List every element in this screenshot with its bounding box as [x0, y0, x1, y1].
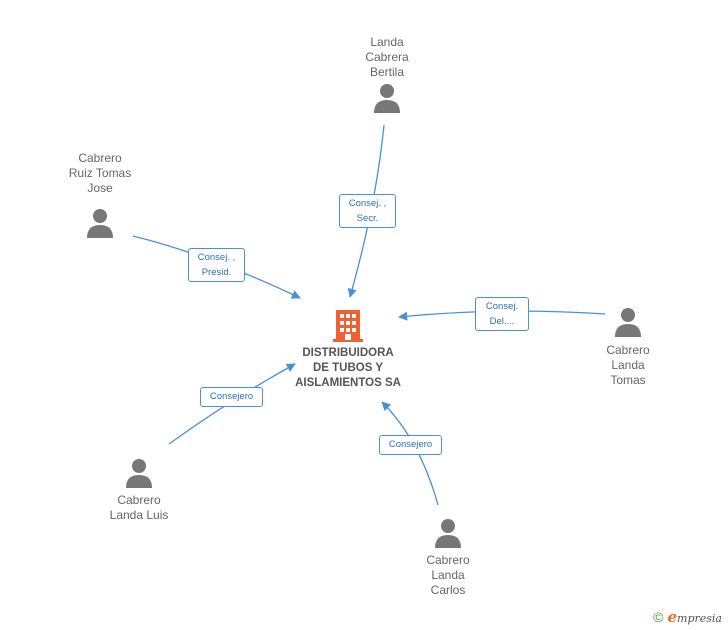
person-icon	[374, 84, 400, 113]
company-name: DISTRIBUIDORA DE TUBOS Y AISLAMIENTOS SA	[295, 347, 401, 389]
edge-label-p5[interactable]: Consejero	[379, 435, 442, 455]
brand-logo: empresia	[667, 608, 722, 626]
edge-label-p1[interactable]: Consej. , Secr.	[339, 194, 396, 228]
person-icon	[615, 308, 641, 337]
person-node-p5[interactable]: Cabrero Landa Carlos	[405, 518, 491, 598]
person-icon	[87, 209, 113, 238]
person-name: Landa Cabrera Bertila	[365, 35, 409, 79]
edge-label-p4[interactable]: Consejero	[200, 387, 263, 407]
person-icon	[126, 459, 152, 488]
footer-brand: ©empresia	[653, 608, 722, 626]
edge-label-p3[interactable]: Consej. Del....	[475, 297, 529, 331]
building-icon	[333, 310, 363, 342]
person-name: Cabrero Landa Luis	[109, 493, 169, 522]
copyright-symbol: ©	[653, 609, 664, 625]
person-node-p4[interactable]: Cabrero Landa Luis	[94, 458, 184, 523]
company-node[interactable]: DISTRIBUIDORA DE TUBOS Y AISLAMIENTOS SA	[278, 308, 418, 391]
person-node-p3[interactable]: Cabrero Landa Tomas	[585, 307, 671, 388]
person-node-p1[interactable]: Landa Cabrera Bertila	[340, 35, 434, 113]
person-name: Cabrero Ruiz Tomas Jose	[68, 151, 132, 195]
edge-label-p2[interactable]: Consej. , Presid.	[188, 248, 245, 282]
person-icon	[435, 519, 461, 548]
person-node-p2[interactable]: Cabrero Ruiz Tomas Jose	[55, 151, 145, 238]
person-name: Cabrero Landa Carlos	[426, 553, 470, 597]
person-name: Cabrero Landa Tomas	[606, 343, 650, 387]
